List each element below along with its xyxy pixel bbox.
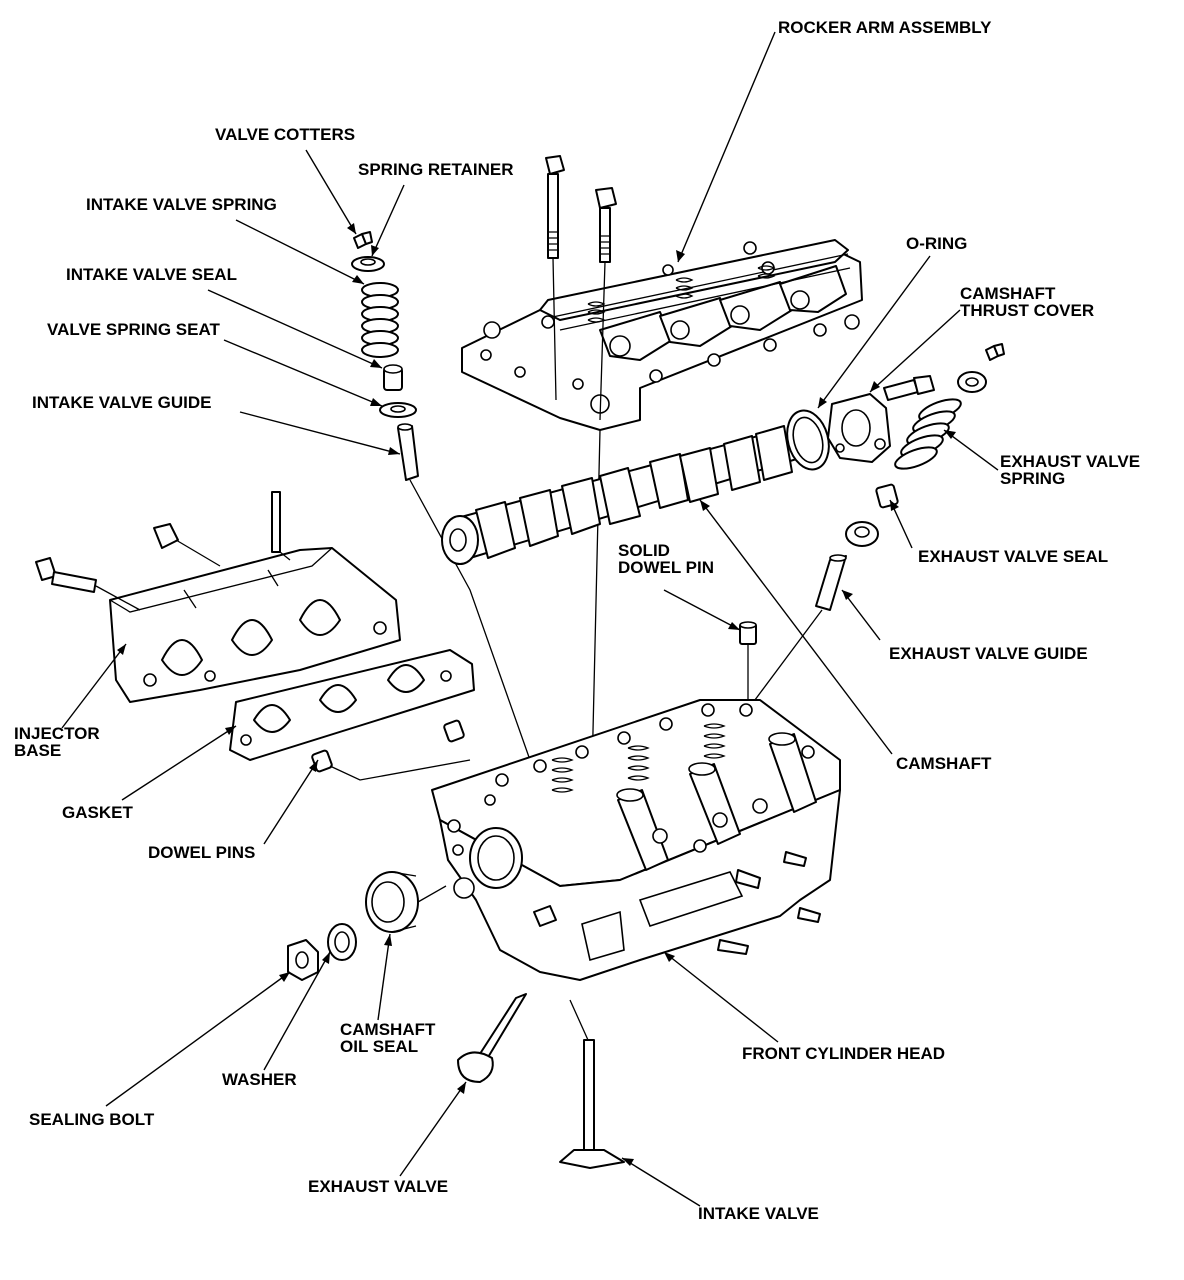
rocker-bolt-1 (545, 155, 565, 259)
label-spring-retainer: SPRING RETAINER (358, 160, 514, 179)
label-valve-spring-seat: VALVE SPRING SEAT (47, 320, 220, 339)
thrust-cover-bolt (883, 375, 935, 401)
spring-retainer-part (351, 256, 385, 272)
valve-cotters-part (353, 231, 373, 249)
label-injector-base-line1: INJECTOR (14, 724, 100, 743)
label-injector-base: INJECTOR BASE (14, 725, 100, 759)
intake-valve-seal-part (383, 364, 403, 391)
intake-valve-part (559, 1039, 625, 1169)
label-camshaft-thrust-cover-line1: CAMSHAFT (960, 284, 1056, 303)
label-intake-valve-spring: INTAKE VALVE SPRING (86, 195, 277, 214)
label-gasket: GASKET (62, 803, 133, 822)
injector-nut (153, 523, 179, 549)
exhaust-valve-part (457, 993, 527, 1083)
label-camshaft-thrust-cover-line2: THRUST COVER (960, 301, 1095, 320)
exhaust-valve-guide-part (815, 554, 847, 611)
label-injector-base-line2: BASE (14, 741, 62, 760)
exhaust-spring-seat-part (845, 521, 879, 547)
label-washer: WASHER (222, 1070, 297, 1089)
valve-spring-seat-part (379, 402, 417, 418)
label-camshaft-oil-seal-line2: OIL SEAL (340, 1037, 419, 1056)
label-sealing-bolt: SEALING BOLT (29, 1110, 155, 1129)
exhaust-retainer-part (957, 371, 987, 393)
leader-lines (61, 31, 999, 1207)
label-o-ring: O-RING (906, 234, 968, 253)
camshaft-oil-seal-part (365, 871, 419, 933)
camshaft-thrust-cover-part (827, 393, 891, 463)
exhaust-valve-seal-part (875, 483, 899, 509)
label-solid-dowel-pin: SOLID DOWEL PIN (618, 542, 714, 576)
label-camshaft-thrust-cover: CAMSHAFT THRUST COVER (960, 285, 1094, 319)
label-exhaust-valve-seal: EXHAUST VALVE SEAL (918, 547, 1109, 566)
injector-base-part (109, 547, 401, 703)
label-rocker-arm-assembly: ROCKER ARM ASSEMBLY (778, 18, 992, 37)
injector-bolt (35, 557, 97, 593)
exhaust-valve-spring-part (894, 398, 962, 470)
rocker-arm-assembly (461, 239, 863, 431)
injector-stud (271, 491, 281, 553)
label-intake-valve-guide: INTAKE VALVE GUIDE (32, 393, 212, 412)
label-exhaust-valve-spring-line2: SPRING (1000, 469, 1066, 488)
solid-dowel-pin-part (739, 621, 757, 645)
label-exhaust-valve-guide: EXHAUST VALVE GUIDE (889, 644, 1088, 663)
label-front-cylinder-head: FRONT CYLINDER HEAD (742, 1044, 946, 1063)
label-valve-cotters: VALVE COTTERS (215, 125, 356, 144)
label-camshaft: CAMSHAFT (896, 754, 992, 773)
intake-valve-spring-part (361, 282, 399, 358)
label-exhaust-valve-spring: EXHAUST VALVE SPRING (1000, 453, 1140, 487)
o-ring-part (786, 409, 830, 471)
label-camshaft-oil-seal-line1: CAMSHAFT (340, 1020, 436, 1039)
label-camshaft-oil-seal: CAMSHAFT OIL SEAL (340, 1021, 435, 1055)
rocker-bolt-2 (595, 187, 617, 263)
front-cylinder-head-part (431, 699, 841, 981)
label-intake-valve: INTAKE VALVE (698, 1204, 819, 1223)
label-solid-dowel-pin-line1: SOLID (618, 541, 670, 560)
label-intake-valve-seal: INTAKE VALVE SEAL (66, 265, 237, 284)
exhaust-cotters-part (985, 343, 1005, 361)
label-exhaust-valve: EXHAUST VALVE (308, 1177, 449, 1196)
intake-valve-guide-part (397, 423, 419, 481)
camshaft-part (441, 425, 801, 565)
gasket-part (229, 649, 475, 761)
washer-part (327, 923, 357, 961)
sealing-bolt-part (287, 939, 319, 981)
label-solid-dowel-pin-line2: DOWEL PIN (618, 558, 715, 577)
label-exhaust-valve-spring-line1: EXHAUST VALVE (1000, 452, 1141, 471)
label-dowel-pins: DOWEL PINS (148, 843, 256, 862)
